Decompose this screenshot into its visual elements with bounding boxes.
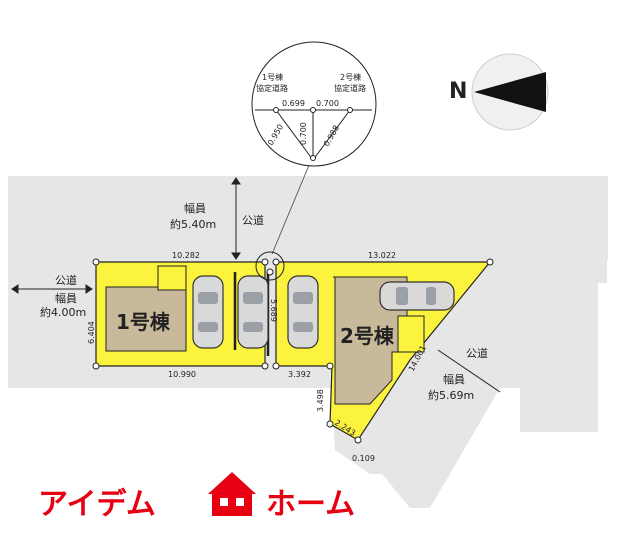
top-road-width-label: 幅員	[184, 202, 206, 215]
compass-label: N	[449, 79, 467, 104]
dim-mid-vertical: 5.689	[269, 299, 278, 322]
brand-name-part-1: アイデム	[38, 487, 156, 522]
inset-callout-circle	[255, 251, 285, 281]
inset-lot1-sublabel: 協定道路	[256, 83, 288, 93]
road-upper-left-patch	[8, 176, 608, 260]
dim-left-side: 6.404	[87, 321, 96, 344]
inset-magnifier	[251, 41, 377, 167]
right-road-width-label: 幅員	[443, 373, 465, 386]
inset-lot1-label: 1号棟	[262, 72, 283, 82]
building-1-porch	[157, 265, 187, 291]
left-road-name: 公道	[55, 273, 77, 287]
dim-top-right: 13.022	[368, 251, 396, 260]
dim-bottom-mid: 3.392	[288, 370, 311, 379]
road-width-arrows	[11, 177, 501, 393]
inset-dim-2: 0.700	[316, 99, 339, 108]
dim-top-left: 10.282	[172, 251, 200, 260]
right-road-name: 公道	[466, 346, 488, 360]
car-4	[379, 281, 455, 311]
car-3	[287, 275, 319, 349]
inset-lot2-sublabel: 協定道路	[334, 83, 366, 93]
dim-corner: 0.109	[352, 454, 375, 463]
left-road-width-value: 約4.00m	[40, 305, 86, 319]
road-left	[8, 260, 96, 388]
brand-name-part-2: ホーム	[266, 487, 355, 522]
inset-lines	[255, 107, 372, 161]
car-1	[192, 275, 224, 349]
north-compass	[471, 53, 549, 131]
right-road-width-value: 約5.69m	[428, 388, 474, 402]
boundary-points	[92, 258, 494, 444]
inset-dim-1: 0.699	[282, 99, 305, 108]
left-road-width-label: 幅員	[55, 292, 77, 305]
lot-1-label: 1号棟	[116, 310, 171, 334]
dim-bottom-left: 10.990	[168, 370, 196, 379]
building-1	[105, 286, 187, 352]
lot-2-label: 2号棟	[340, 324, 395, 348]
house-logo-icon	[208, 472, 256, 516]
car-2	[237, 275, 269, 349]
building-2-porch	[397, 315, 425, 353]
top-road-width-value: 約5.40m	[170, 217, 216, 231]
inset-lot2-label: 2号棟	[340, 72, 361, 82]
dim-lower-vertical: 3.498	[316, 389, 325, 412]
inset-dim-4: 0.700	[299, 122, 308, 145]
top-road-name: 公道	[242, 213, 264, 227]
